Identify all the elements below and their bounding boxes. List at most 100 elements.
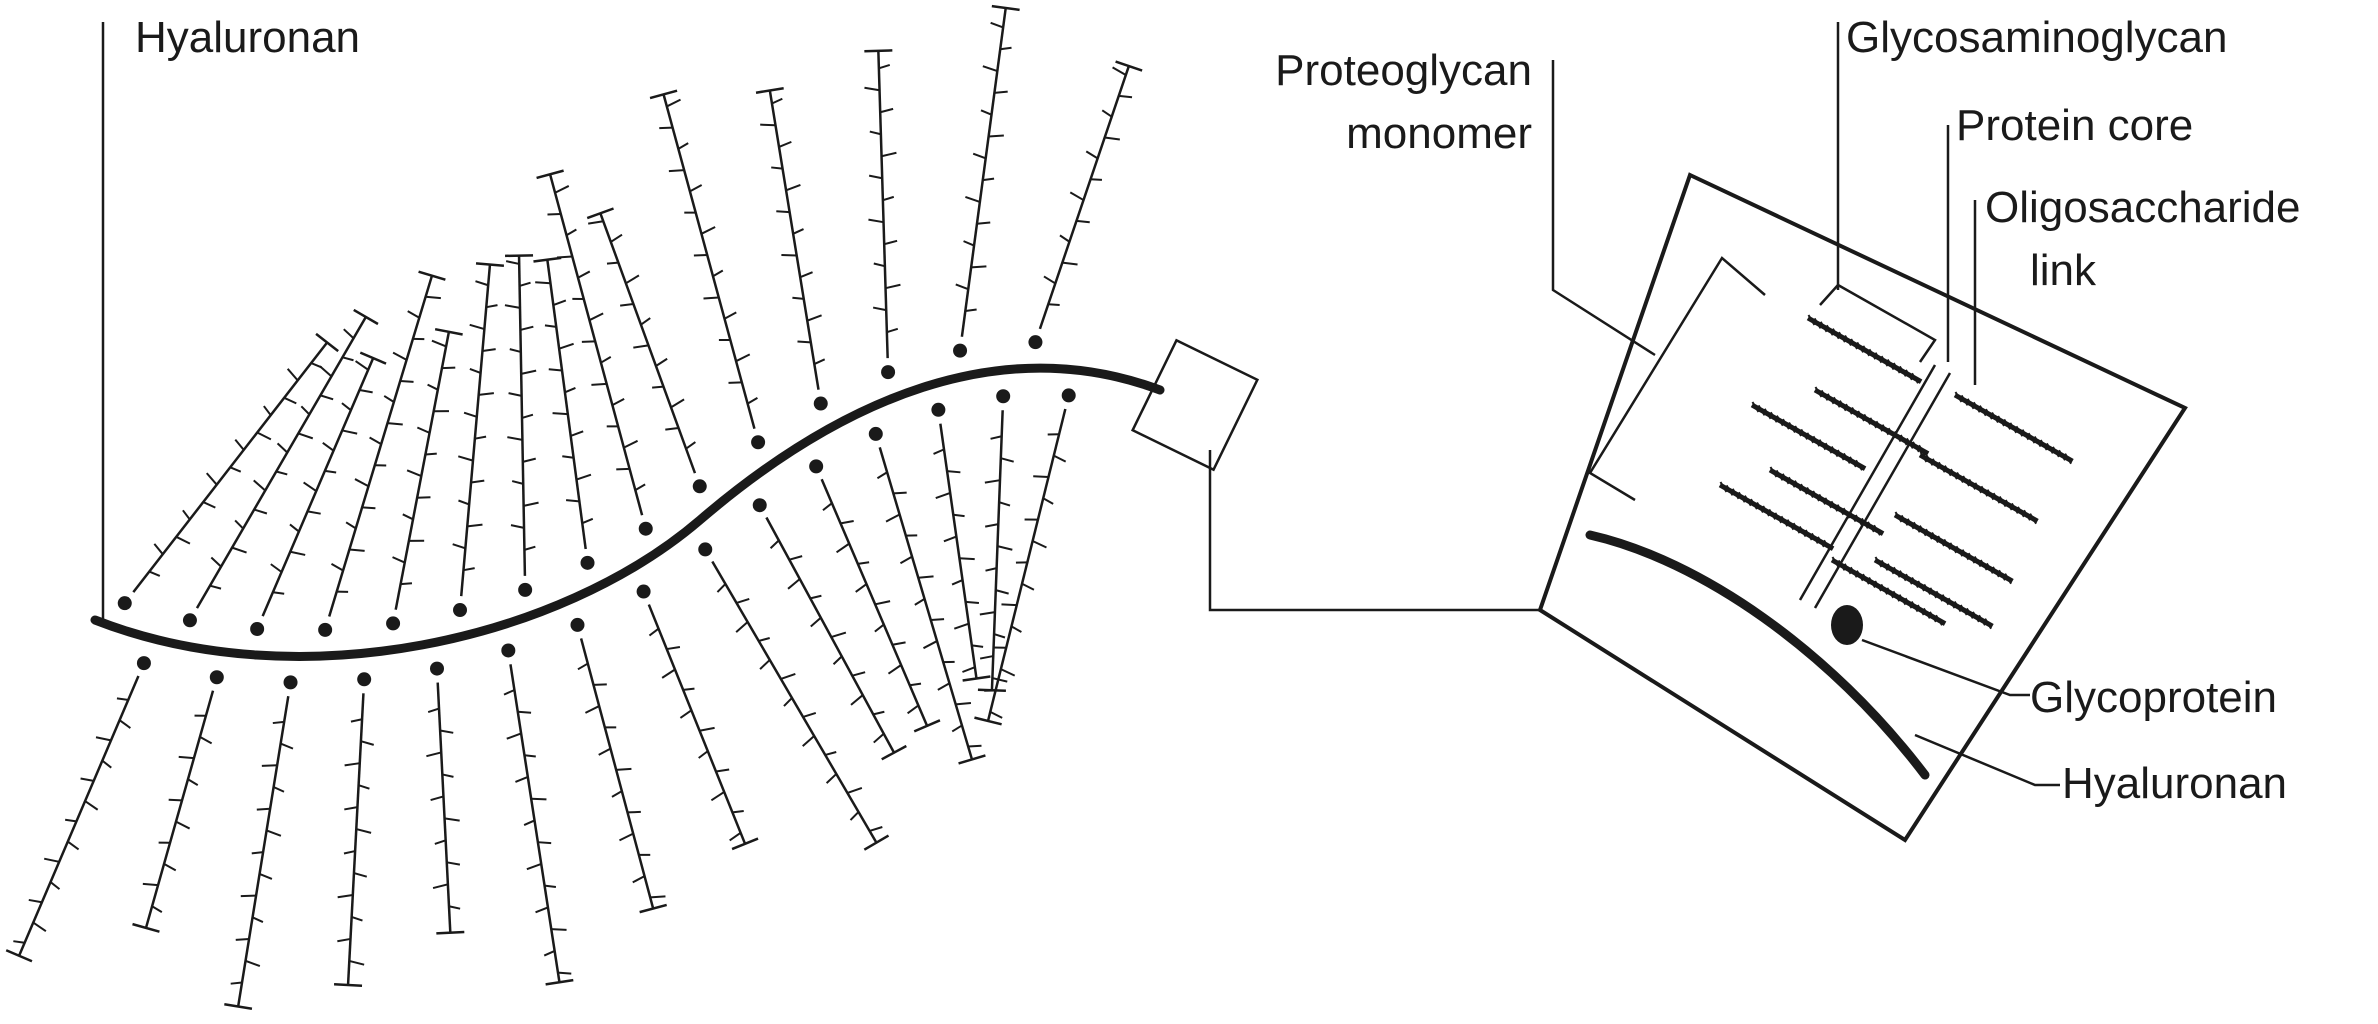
link-dot — [453, 603, 468, 618]
gag-branch — [234, 519, 244, 530]
stem-end-tick — [974, 716, 1002, 726]
gag-branch — [13, 940, 25, 944]
gag-branch — [982, 65, 998, 73]
gag-tick — [1985, 562, 1994, 574]
gag-branch — [666, 98, 681, 108]
glycosaminoglycan-bracket — [1819, 283, 1937, 363]
gag-tick — [1774, 512, 1783, 524]
gag-branch — [431, 339, 447, 348]
gag-tick — [1780, 515, 1789, 527]
gag-branch — [519, 281, 531, 287]
gag-branch — [689, 184, 703, 193]
gag-tick — [1984, 618, 1992, 630]
stem-end-tick — [533, 256, 562, 263]
stem-end-tick — [958, 754, 986, 765]
gag-branch — [163, 863, 177, 872]
gag-branch — [359, 389, 373, 394]
gag-branch — [270, 563, 283, 573]
gag-branch — [283, 396, 297, 405]
link-dot — [386, 616, 401, 631]
gag-tick — [1991, 412, 1999, 424]
gag-branch — [343, 850, 356, 855]
gag-branch — [914, 598, 926, 606]
stem-end-tick — [1115, 60, 1143, 72]
gag-branch — [610, 233, 623, 243]
gag-tick — [1968, 478, 1977, 490]
protein-core-stem — [599, 212, 697, 474]
gag-branch — [802, 712, 817, 718]
hyaluronan-detail-arc — [1585, 530, 1930, 780]
gag-branch — [781, 253, 797, 257]
gag-branch — [724, 311, 737, 320]
gag-tick — [1953, 601, 1962, 613]
gag-tick — [1832, 396, 1841, 408]
gag-tick — [1900, 514, 1909, 526]
gag-branch — [797, 340, 811, 344]
gag-tick — [2017, 506, 2025, 518]
gag-tick — [1854, 514, 1863, 526]
gag-tick — [1972, 611, 1980, 623]
link-dot — [868, 426, 883, 441]
gag-tick — [1751, 401, 1760, 413]
gag-tick — [1794, 425, 1802, 437]
gag-tick — [1731, 488, 1740, 500]
gag-branch — [523, 501, 539, 507]
stem-end-tick — [418, 270, 446, 281]
gag-branch — [710, 791, 725, 802]
gag-branch — [416, 426, 430, 434]
gag-branch — [261, 764, 278, 767]
gag-branch — [982, 177, 995, 182]
link-dot — [931, 402, 946, 417]
gag-tick — [1998, 496, 2007, 508]
gag-branch — [286, 368, 299, 382]
proteoglycan-leader — [1551, 60, 1656, 357]
gag-branch — [463, 411, 478, 418]
gag-branch — [698, 750, 709, 759]
protein-core-stem — [261, 357, 375, 617]
gag-branch — [406, 469, 422, 478]
stem-end-tick — [5, 949, 33, 963]
gag-tick — [1763, 408, 1772, 420]
stem-end-tick — [132, 922, 160, 933]
gag-tick — [1979, 559, 1988, 571]
link-dot — [357, 672, 372, 687]
gag-tick — [1874, 556, 1883, 568]
gag-tick — [1719, 481, 1728, 493]
gag-branch — [470, 479, 485, 484]
gag-branch — [980, 109, 992, 116]
gag-branch — [467, 523, 483, 528]
gag-tick — [1905, 369, 1913, 381]
gag-tick — [1892, 362, 1901, 374]
gag-branch — [892, 641, 906, 646]
gag-tick — [1810, 532, 1819, 544]
protein-core-stem — [436, 682, 452, 933]
gag-tick — [1912, 441, 1920, 453]
gag-branch — [971, 644, 984, 648]
gag-branch — [963, 240, 975, 247]
gag-branch — [355, 360, 369, 371]
gag-branch — [566, 228, 577, 237]
gag-branch — [544, 324, 557, 328]
gag-tick — [2029, 513, 2037, 525]
gag-branch — [965, 600, 980, 605]
gag-branch — [266, 829, 282, 837]
gag-tick — [1849, 566, 1858, 578]
gag-tick — [1824, 442, 1833, 454]
gag-tick — [1787, 476, 1796, 488]
gag-branch — [1118, 94, 1133, 99]
gag-tick — [1898, 570, 1907, 582]
gag-branch — [864, 86, 880, 92]
gag-branch — [434, 839, 446, 845]
protein-core-stem — [878, 446, 974, 760]
gag-tick — [1873, 524, 1881, 536]
gag-branch — [562, 455, 574, 459]
protein-core-stem — [765, 516, 896, 754]
gag-branch — [337, 894, 353, 899]
gag-tick — [1886, 587, 1895, 599]
protein-core-stem — [459, 264, 492, 597]
gag-branch — [851, 671, 866, 677]
hyaluronan-right-leader — [1914, 733, 2060, 787]
link-dot — [996, 389, 1011, 404]
stem-end-tick — [962, 675, 991, 682]
gag-branch — [531, 797, 547, 801]
